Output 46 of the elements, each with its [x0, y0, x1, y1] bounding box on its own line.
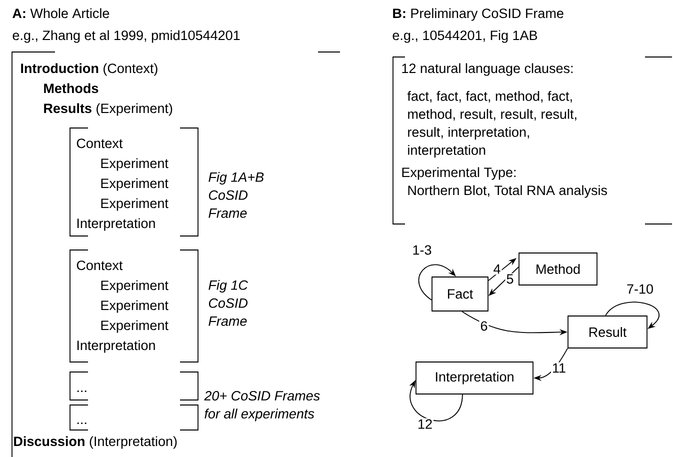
- frame-bracket: [70, 372, 198, 400]
- state-box: Interpretation: [416, 362, 534, 394]
- frame-text: Interpretation: [77, 218, 155, 231]
- frame-text: Experimental Type:: [402, 167, 516, 180]
- edge-label: 7-10: [625, 283, 654, 295]
- edge-label: 11: [551, 362, 567, 374]
- heading: B: Preliminary CoSID Frame: [393, 8, 564, 21]
- frame-bracket: [70, 404, 198, 430]
- state-box: Fact: [432, 276, 488, 312]
- frame-bracket: [70, 250, 198, 362]
- frame-caption: Fig 1A+B CoSID Frame: [208, 172, 264, 218]
- frame-text: Results (Experiment): [44, 103, 172, 116]
- frame-text: ...: [77, 390, 86, 392]
- frame-text: ...: [77, 422, 86, 424]
- frame-text: Northern Blot, Total RNA analysis: [408, 185, 607, 198]
- frame-text: Experiment: [101, 320, 168, 333]
- frame-text: Interpretation: [77, 340, 155, 353]
- frame-text: Context: [76, 138, 123, 148]
- frame-text: 12 natural language clauses:: [402, 63, 573, 76]
- frame-text: Methods: [44, 83, 98, 94]
- frame-bracket: [70, 128, 198, 236]
- heading: e.g., Zhang et al 1999, pmid10544201: [12, 30, 240, 43]
- frame-text: Experiment: [101, 178, 168, 191]
- edge-label: 12: [416, 418, 434, 430]
- heading: A: Whole Article: [12, 8, 110, 18]
- heading: e.g., 10544201, Fig 1AB: [392, 30, 538, 43]
- frame-text: Introduction (Context): [21, 63, 158, 76]
- edge-label: 1-3: [411, 244, 433, 256]
- frame-text: Experiment: [101, 158, 168, 171]
- frame-text: Experiment: [101, 280, 168, 293]
- arrow: [418, 264, 456, 300]
- frame-caption: 20+ CoSID Frames for all experiments: [204, 391, 320, 422]
- frame-text: fact, fact, fact, method, fact, method, result, result, result, result, interpretation, interpretation: [407, 91, 576, 158]
- arrow: [605, 302, 660, 329]
- edge-label: 5: [505, 273, 515, 285]
- frame-text: Experiment: [101, 300, 168, 313]
- frame-bracket: [392, 56, 672, 224]
- frame-text: Context: [76, 260, 123, 270]
- frame-caption: Fig 1C CoSID Frame: [208, 280, 248, 326]
- state-box: Method: [518, 252, 598, 286]
- frame-text: Experiment: [101, 198, 168, 211]
- edge-label: 6: [479, 320, 489, 332]
- frame-text: Discussion (Interpretation): [14, 436, 177, 449]
- article-frame: [12, 52, 340, 457]
- state-box: Result: [568, 316, 648, 348]
- edge-label: 4: [492, 263, 502, 275]
